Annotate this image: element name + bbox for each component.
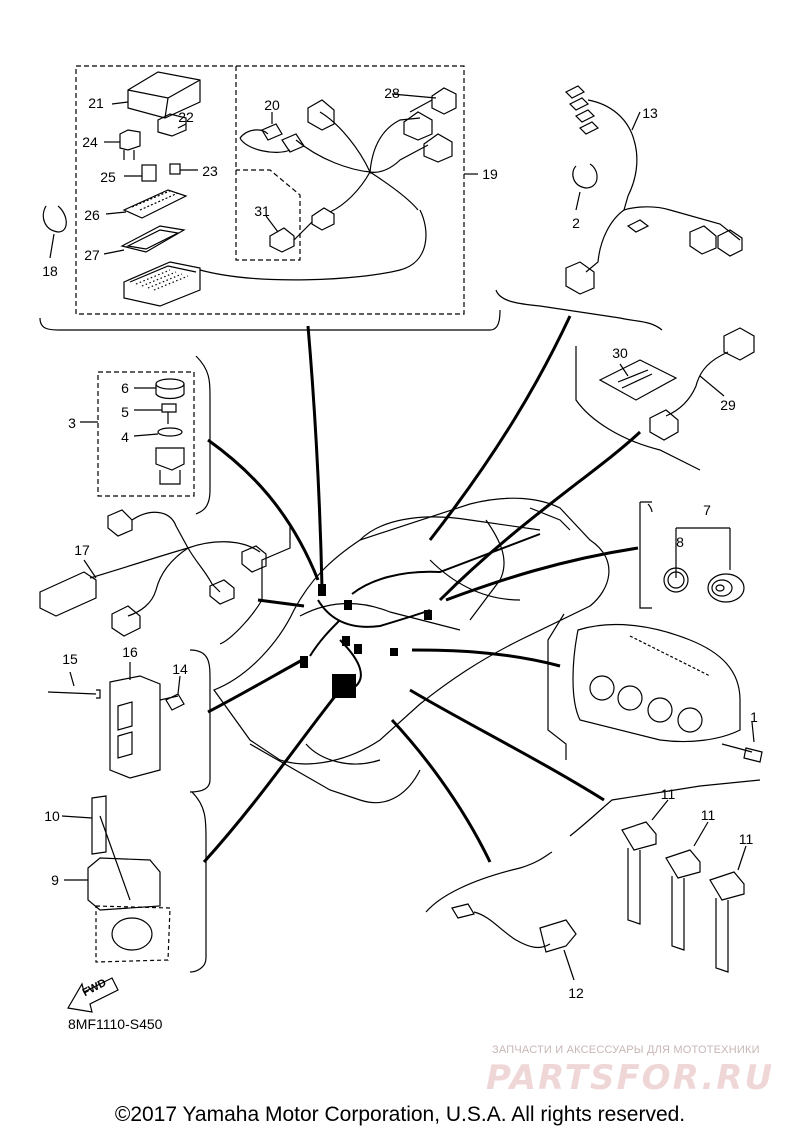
callout-29: 29 — [720, 397, 736, 413]
callout-1: 1 — [750, 709, 758, 725]
sub-harness-13 — [564, 85, 743, 295]
sub-harness-17 — [39, 509, 267, 637]
callout-6: 6 — [121, 380, 129, 396]
callout-26: 26 — [84, 207, 100, 223]
callout-21: 21 — [88, 95, 104, 111]
callout-5: 5 — [121, 404, 129, 420]
callout-18: 18 — [42, 263, 58, 279]
ignition-coils-11 — [621, 799, 747, 973]
callout-19: 19 — [482, 166, 498, 182]
vehicle-outline — [213, 497, 610, 804]
clip-18 — [42, 205, 67, 233]
callout-27: 27 — [84, 247, 100, 263]
callout-24: 24 — [82, 134, 98, 150]
callout-25: 25 — [100, 169, 116, 185]
part-code: 8MF1110-S450 — [68, 1016, 163, 1032]
callout-31: 31 — [254, 203, 270, 219]
callout-14: 14 — [172, 661, 188, 677]
callout-22: 22 — [178, 109, 194, 125]
callout-13: 13 — [642, 105, 658, 121]
switch-group-3 — [80, 371, 195, 497]
callout-17: 17 — [74, 542, 90, 558]
callout-12: 12 — [568, 985, 584, 1001]
ecu-assembly-9 — [61, 795, 171, 963]
callout-30: 30 — [612, 345, 628, 361]
callout-23: 23 — [202, 163, 218, 179]
seal-group-7 — [639, 501, 745, 609]
callout-3: 3 — [68, 415, 76, 431]
callout-28: 28 — [384, 85, 400, 101]
callout-4: 4 — [121, 429, 129, 445]
watermark-subtitle: ЗАПЧАСТИ И АКСЕССУАРЫ ДЛЯ МОТОТЕХНИКИ — [492, 1044, 760, 1056]
callout-8: 8 — [676, 534, 684, 550]
callout-10: 10 — [44, 808, 60, 824]
callout-7: 7 — [703, 502, 711, 518]
sensor-12 — [451, 903, 577, 981]
callout-16: 16 — [122, 644, 138, 660]
callout-11b: 11 — [700, 807, 716, 823]
copyright-notice: ©2017 Yamaha Motor Corporation, U.S.A. A… — [114, 1103, 686, 1126]
callout-15: 15 — [62, 651, 78, 667]
sensor-lead-29 — [598, 327, 755, 441]
fwd-arrow-icon — [67, 977, 119, 1013]
fuse-relay-group — [75, 65, 478, 315]
callout-11c: 11 — [738, 831, 754, 847]
watermark-logo: PARTSFOR.RU — [486, 1058, 775, 1098]
switch-assembly-16 — [47, 662, 185, 779]
engine-block — [572, 623, 763, 763]
callout-9: 9 — [51, 872, 59, 888]
callout-2: 2 — [572, 215, 580, 231]
callout-11a: 11 — [660, 786, 676, 802]
callout-20: 20 — [264, 97, 280, 113]
